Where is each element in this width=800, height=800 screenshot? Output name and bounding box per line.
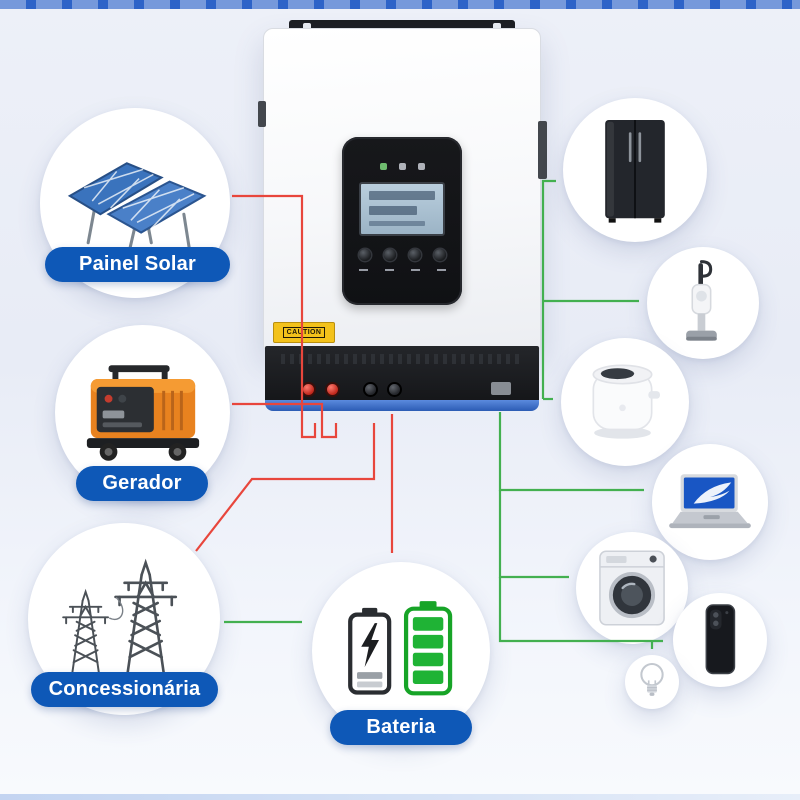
vent-slots	[281, 354, 523, 364]
control-buttons	[342, 249, 462, 261]
generator-icon	[86, 364, 199, 461]
air-fryer-icon	[592, 364, 660, 439]
inverter-button	[408, 249, 421, 261]
caution-text: CAUTION	[282, 327, 326, 338]
terminal-knob	[389, 384, 400, 395]
inverter-right-fitting	[538, 121, 547, 179]
solar-panel-icon	[67, 162, 207, 255]
node-vacuum-cleaner	[647, 247, 759, 359]
laptop-icon	[669, 474, 751, 529]
battery-icon	[348, 601, 453, 696]
smartphone-icon	[705, 604, 736, 675]
inverter-button	[358, 249, 371, 261]
node-washing-machine	[576, 532, 688, 644]
terminal-block	[491, 382, 511, 395]
lcd-readout-row	[369, 191, 435, 200]
inverter-to-fridge-line	[541, 179, 556, 399]
inverter-button	[433, 249, 446, 261]
light-bulb-icon	[640, 662, 664, 696]
terminal-cap	[327, 384, 338, 395]
lcd-readout-row	[369, 221, 426, 226]
inverter-base-trim	[265, 400, 539, 411]
inverter-display-panel	[342, 137, 462, 305]
label-text: Bateria	[366, 716, 436, 738]
lcd-readout-row	[369, 206, 417, 215]
washing-machine-icon	[599, 550, 665, 626]
inverter-terminal-section	[265, 346, 539, 402]
inverter-body: CAUTION	[258, 28, 547, 350]
lcd-screen	[359, 182, 445, 236]
node-refrigerator	[563, 98, 707, 242]
node-laptop	[652, 444, 768, 560]
label-battery: Bateria	[330, 710, 472, 745]
refrigerator-icon	[605, 120, 665, 223]
top-border-bar	[0, 0, 800, 9]
label-text: Gerador	[102, 472, 182, 494]
label-utility-grid: Concessionária	[31, 672, 218, 707]
label-text: Concessionária	[48, 678, 201, 700]
inverter: CAUTION	[258, 20, 547, 414]
bottom-border-bar	[0, 794, 800, 800]
node-air-fryer	[561, 338, 689, 466]
inverter-left-fitting	[258, 101, 266, 127]
node-light-bulb	[625, 655, 679, 709]
label-generator: Gerador	[76, 466, 208, 501]
label-text: Painel Solar	[79, 253, 196, 275]
inverter-button	[383, 249, 396, 261]
button-labels	[342, 269, 462, 271]
status-indicator-icons	[342, 163, 462, 170]
node-smartphone	[673, 593, 767, 687]
caution-label: CAUTION	[273, 322, 335, 343]
label-solar-panel: Painel Solar	[45, 247, 230, 282]
utility-tower-icon	[62, 561, 178, 676]
vacuum-cleaner-icon	[686, 260, 717, 341]
inverter-to-washer-line	[498, 490, 569, 579]
terminal-cap	[303, 384, 314, 395]
terminal-knob	[365, 384, 376, 395]
